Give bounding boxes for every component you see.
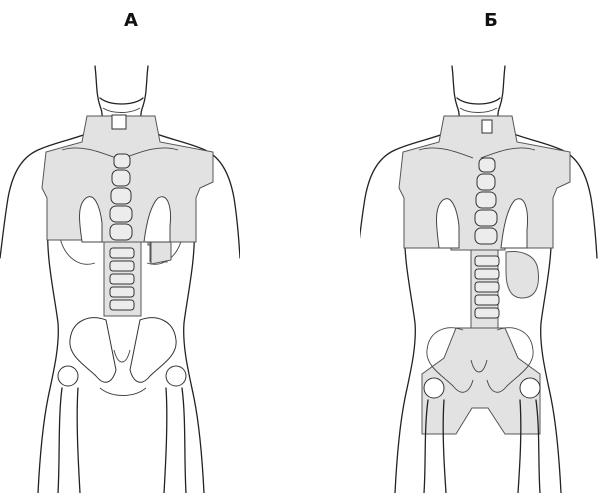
panel-label-a: А [111, 10, 151, 31]
larynx-shield [112, 115, 126, 129]
larynx-shield [482, 120, 492, 133]
femurs [58, 366, 186, 493]
spine [110, 154, 134, 310]
panel-label-b: Б [471, 10, 511, 31]
torso-diagram-a [0, 58, 240, 493]
pelvis [70, 318, 176, 396]
torso-diagram-b [360, 58, 600, 493]
